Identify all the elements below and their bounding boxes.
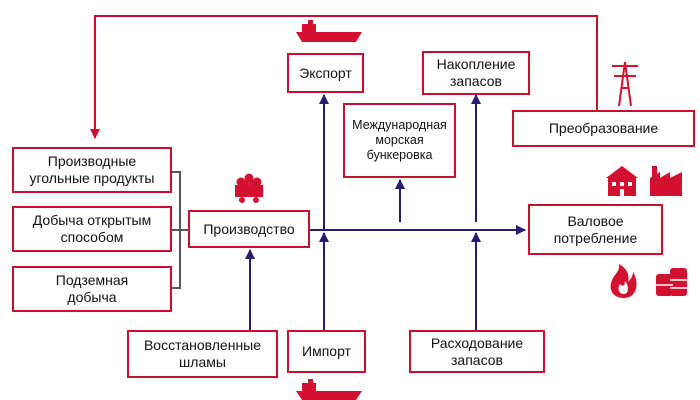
source-bracket [172,171,188,289]
production-box: Производство [188,210,310,248]
coal-cart-icon [235,173,263,203]
house-icon [606,166,638,196]
import-box: Импорт [287,330,366,373]
underground-mining-box: Подземная добыча [12,266,172,312]
export-box: Экспорт [287,53,364,93]
stock-build-box: Накопление запасов [422,51,530,95]
transformation-box: Преобразование [512,110,695,147]
ship-icon [296,20,362,42]
open-pit-mining-box: Добыча открытым способом [12,206,172,252]
power-pylon-icon [612,61,638,107]
factory-icon [650,166,682,196]
derived-coal-products-box: Производные угольные продукты [12,147,172,193]
barrels-icon [656,268,687,296]
recovered-slurries-box: Восстановленные шламы [127,330,278,378]
ship-icon [296,379,362,400]
stock-draw-box: Расходование запасов [409,330,545,373]
flame-icon [610,264,637,298]
international-marine-bunkers-box: Международная морская бункеровка [343,103,456,178]
gross-consumption-box: Валовое потребление [528,204,663,255]
feedback-arrow [90,15,598,139]
